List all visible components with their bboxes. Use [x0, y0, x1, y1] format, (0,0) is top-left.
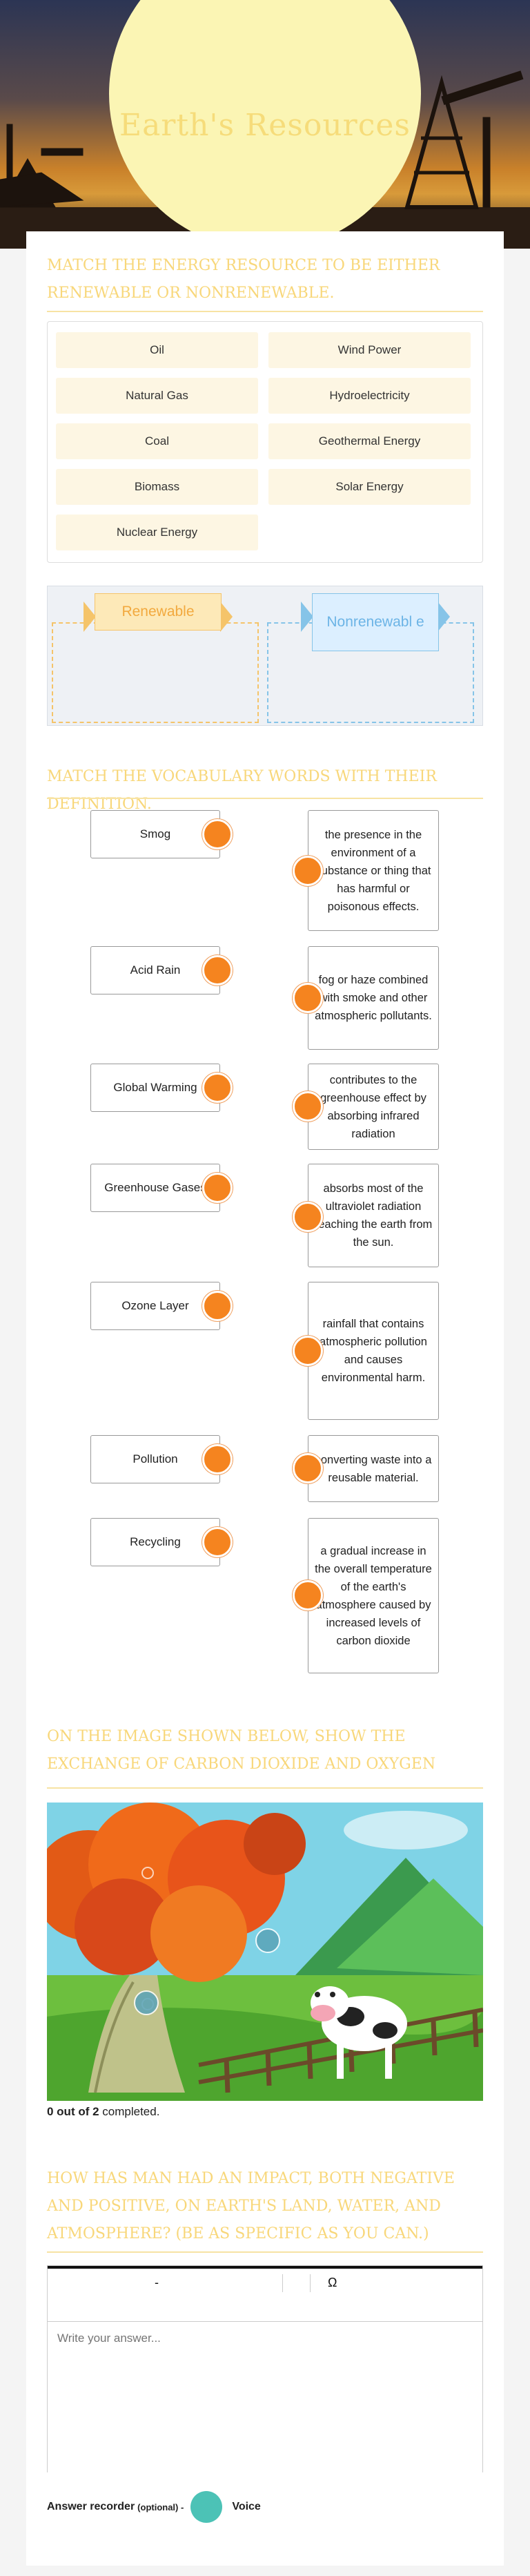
divider — [47, 798, 483, 799]
editor-toolbar: - Ω — [48, 2266, 482, 2322]
term-global-warming[interactable]: Global Warming — [90, 1064, 220, 1112]
term-smog[interactable]: Smog — [90, 810, 220, 858]
recorder-label: Answer recorder — [47, 2501, 135, 2512]
page-title: Earth's Resources — [119, 107, 411, 143]
renewable-header: Renewable — [95, 593, 222, 631]
tree-cow-image[interactable] — [47, 1803, 483, 2101]
term-pollution[interactable]: Pollution — [90, 1435, 220, 1483]
ribbon-right-tail — [438, 602, 450, 632]
term-connector-dot[interactable] — [202, 1291, 233, 1321]
divider — [47, 311, 483, 312]
definition-7[interactable]: a gradual increase in the overall temper… — [308, 1518, 439, 1673]
toolbar-separator — [282, 2274, 283, 2292]
drag-item-natural-gas[interactable]: Natural Gas — [56, 378, 258, 414]
definition-2[interactable]: fog or haze combined with smoke and othe… — [308, 946, 439, 1050]
hotspot-marker[interactable] — [255, 1928, 280, 1953]
term-connector-dot[interactable] — [202, 1073, 233, 1103]
scene-illustration — [47, 1803, 483, 2101]
hotspot-marker[interactable] — [134, 1990, 159, 2015]
ribbon-right-tail — [220, 602, 233, 632]
answer-input[interactable] — [48, 2322, 482, 2474]
term-connector-dot[interactable] — [202, 819, 233, 849]
hotspot-progress: 0 out of 2 completed. — [47, 2105, 159, 2119]
drag-item-hydroelectricity[interactable]: Hydroelectricity — [268, 378, 471, 414]
term-acid-rain[interactable]: Acid Rain — [90, 946, 220, 994]
renewable-drop-zone[interactable] — [52, 622, 259, 723]
recorder-optional: (optional) - — [137, 2501, 184, 2512]
title-circle: Earth's Resources — [109, 0, 421, 249]
drag-item-nuclear-energy[interactable]: Nuclear Energy — [56, 515, 258, 550]
definition-connector-dot[interactable] — [293, 1336, 323, 1366]
toolbar-separator — [310, 2274, 311, 2292]
definition-3[interactable]: contributes to the greenhouse effect by … — [308, 1064, 439, 1150]
term-connector-dot[interactable] — [202, 1527, 233, 1557]
category-bins: Renewable Nonrenewabl e — [47, 586, 483, 726]
drag-item-solar-energy[interactable]: Solar Energy — [268, 469, 471, 505]
definition-connector-dot[interactable] — [293, 983, 323, 1013]
progress-count: 0 out of 2 — [47, 2105, 99, 2118]
ribbon-left-tail — [84, 602, 96, 632]
term-connector-dot[interactable] — [202, 1173, 233, 1203]
drag-item-oil[interactable]: Oil — [56, 332, 258, 368]
term-connector-dot[interactable] — [202, 955, 233, 986]
answer-recorder: Answer recorder (optional) - Voice — [47, 2490, 261, 2524]
definition-6[interactable]: converting waste into a reusable materia… — [308, 1435, 439, 1502]
voice-label: Voice — [232, 2501, 261, 2512]
definition-connector-dot[interactable] — [293, 1091, 323, 1122]
definition-1[interactable]: the presence in the environment of a sub… — [308, 810, 439, 931]
question-2-title: Match the vocabulary words with their de… — [47, 768, 437, 813]
term-greenhouse-gases[interactable]: Greenhouse Gases — [90, 1164, 220, 1212]
definition-5[interactable]: rainfall that contains atmospheric pollu… — [308, 1282, 439, 1420]
drag-item-coal[interactable]: Coal — [56, 423, 258, 459]
divider — [47, 2251, 483, 2253]
ribbon-left-tail — [301, 602, 313, 632]
divider — [47, 1787, 483, 1789]
nonrenewable-header: Nonrenewabl e — [312, 593, 439, 651]
term-recycling[interactable]: Recycling — [90, 1518, 220, 1566]
progress-suffix: completed. — [99, 2105, 160, 2118]
drag-item-wind-power[interactable]: Wind Power — [268, 332, 471, 368]
subscript-button[interactable]: - — [155, 2276, 159, 2289]
worksheet-card: Match the energy resource to be either r… — [26, 231, 504, 2566]
record-button[interactable] — [190, 2491, 223, 2523]
question-4-title: How has man had an impact, both negative… — [47, 2170, 455, 2242]
definition-connector-dot[interactable] — [293, 856, 323, 886]
term-connector-dot[interactable] — [202, 1444, 233, 1474]
definition-connector-dot[interactable] — [293, 1580, 323, 1611]
hero-banner: Earth's Resources — [0, 0, 530, 249]
drag-item-biomass[interactable]: Biomass — [56, 469, 258, 505]
answer-editor: - Ω — [47, 2265, 483, 2474]
question-1-title: Match the energy resource to be either r… — [47, 257, 440, 302]
drag-item-geothermal-energy[interactable]: Geothermal Energy — [268, 423, 471, 459]
definition-connector-dot[interactable] — [293, 1453, 323, 1483]
definition-4[interactable]: absorbs most of the ultraviolet radiatio… — [308, 1164, 439, 1267]
special-characters-button[interactable]: Ω — [328, 2276, 337, 2289]
term-ozone-layer[interactable]: Ozone Layer — [90, 1282, 220, 1330]
question-3-title: On the image shown below, show the excha… — [47, 1728, 436, 1773]
drag-items-pool: Oil Wind Power Natural Gas Hydroelectric… — [47, 321, 483, 563]
definition-connector-dot[interactable] — [293, 1202, 323, 1232]
